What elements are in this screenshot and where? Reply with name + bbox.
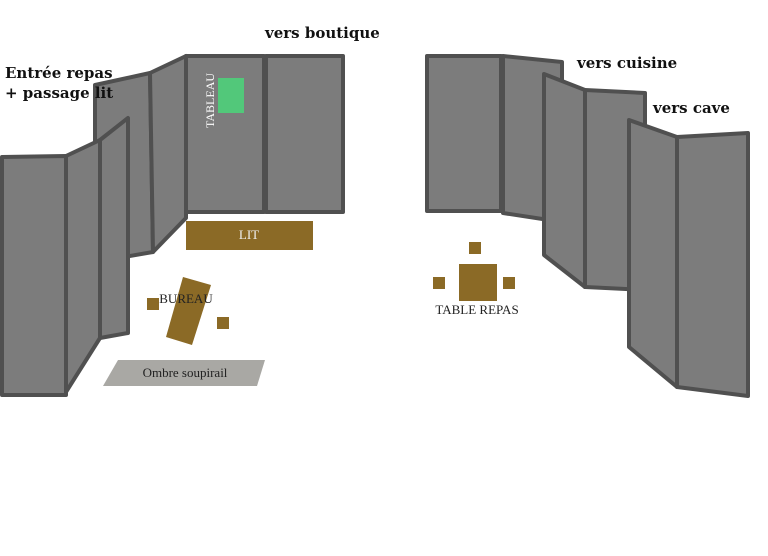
table-chair-right xyxy=(503,277,515,289)
lit-bed xyxy=(186,221,313,250)
table-chair-top xyxy=(469,242,481,254)
wall-panel-right-mid-1 xyxy=(542,72,587,289)
wall-panel-right-front-2 xyxy=(675,131,750,398)
ombre-soupirail-shape xyxy=(103,360,265,386)
ombre-soupirail-label: Ombre soupirail xyxy=(143,365,228,380)
tableau-painting xyxy=(218,78,244,113)
bureau-chair-right xyxy=(217,317,229,329)
wall-panel-left-front xyxy=(0,154,68,397)
wall-panel-right-back-1 xyxy=(425,54,503,213)
table-chair-left xyxy=(433,277,445,289)
tableau-label: TABLEAU xyxy=(203,73,217,128)
vers-boutique-label: vers boutique xyxy=(264,24,380,42)
table-repas-label: TABLE REPAS xyxy=(435,302,518,317)
wall-panel-center-right xyxy=(264,54,345,214)
bureau-chair-left xyxy=(147,298,159,310)
vers-cave-label: vers cave xyxy=(652,99,730,117)
wall-panel-left-back-2 xyxy=(148,54,188,254)
bureau-label: BUREAU xyxy=(159,291,213,306)
table-repas xyxy=(459,264,497,301)
vers-cuisine-label: vers cuisine xyxy=(576,54,677,72)
wall-panel-left-mid-1 xyxy=(64,138,102,394)
entree-repas-label: Entrée repas xyxy=(5,64,113,82)
wall-panel-left-mid-2 xyxy=(98,116,130,340)
lit-label: LIT xyxy=(239,227,259,242)
bureau-desk xyxy=(166,277,211,345)
wall-panel-right-front-1 xyxy=(627,118,679,389)
passage-lit-label: + passage lit xyxy=(5,84,113,102)
